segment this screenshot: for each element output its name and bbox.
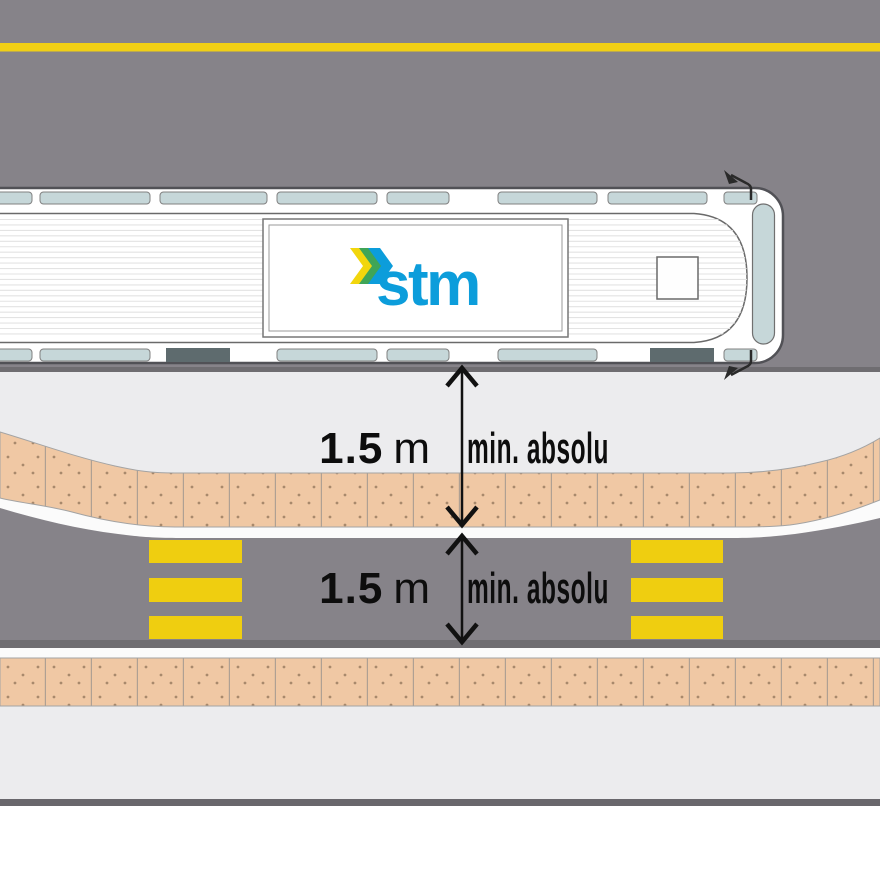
stm-chevron-green-icon	[359, 248, 384, 284]
bus-windows-top	[0, 191, 758, 205]
ad-panel-outer-frame	[262, 218, 569, 338]
bus-window	[276, 191, 378, 205]
mirror-head-icon	[724, 170, 738, 184]
arrowhead-up-icon	[445, 532, 479, 556]
bus-window	[39, 191, 151, 205]
mirror-head-icon	[724, 366, 738, 380]
bus-window	[0, 348, 33, 362]
bus: stm	[0, 170, 785, 380]
bus-window	[276, 348, 378, 362]
bus-window	[386, 348, 450, 362]
dimension-label-lower-text: min. absolu	[467, 564, 609, 613]
building-frontage	[0, 806, 880, 875]
bus-window	[386, 191, 450, 205]
curb-edge-lower	[0, 640, 880, 648]
tactile-band-lower	[0, 648, 880, 707]
lane-marking-line	[0, 43, 880, 52]
crosswalk-stripe	[631, 616, 723, 639]
stm-chevron-blue-icon	[368, 248, 393, 284]
bus-window	[497, 191, 598, 205]
curb-white-band-lower	[0, 648, 880, 658]
curb-edge-upper	[0, 367, 880, 373]
dimension-arrow-upper	[445, 364, 479, 529]
bus-windows-bottom	[0, 348, 758, 362]
bus-window	[0, 191, 33, 205]
bus-window	[723, 348, 758, 362]
crosswalk-stripes-right	[631, 540, 723, 639]
ad-panel-inner-frame	[268, 224, 563, 332]
bus-door-rear	[166, 348, 230, 362]
crosswalk-stripe	[149, 616, 242, 639]
arrowhead-down-icon	[445, 505, 479, 529]
bus-window	[607, 191, 708, 205]
crossing-roadway	[0, 508, 880, 648]
bus-window	[159, 191, 268, 205]
sidewalk-bottom	[0, 799, 880, 875]
crosswalk-stripe	[631, 578, 723, 602]
stm-ad-panel: stm	[262, 218, 569, 338]
bus-mirror-bottom	[724, 350, 753, 380]
stm-chevron-yellow-icon	[350, 248, 375, 284]
curb-white-band-upper	[0, 498, 880, 538]
crosswalk-stripe	[149, 578, 242, 602]
bus-window	[39, 348, 151, 362]
tactile-strip-upper	[0, 431, 880, 528]
stm-logo: stm	[350, 248, 481, 319]
roof-hatch	[656, 256, 699, 300]
tactile-strip-lower	[0, 657, 880, 707]
arrowhead-up-icon	[445, 364, 479, 388]
bus-window	[723, 191, 758, 205]
dimension-label-upper-text: min. absolu	[467, 424, 609, 473]
bus-mirror-top	[724, 170, 753, 200]
bus-window	[497, 348, 598, 362]
dimension-arrow-lower	[445, 532, 479, 646]
arrowhead-down-icon	[445, 622, 479, 646]
crosswalk-stripe	[149, 540, 242, 563]
sidewalk-edge-line	[0, 799, 880, 806]
stm-wordmark: stm	[376, 250, 479, 319]
crosswalk-stripes-left	[149, 540, 242, 639]
crosswalk-stripe	[631, 540, 723, 563]
bus-door-front	[650, 348, 714, 362]
windshield	[751, 203, 776, 345]
